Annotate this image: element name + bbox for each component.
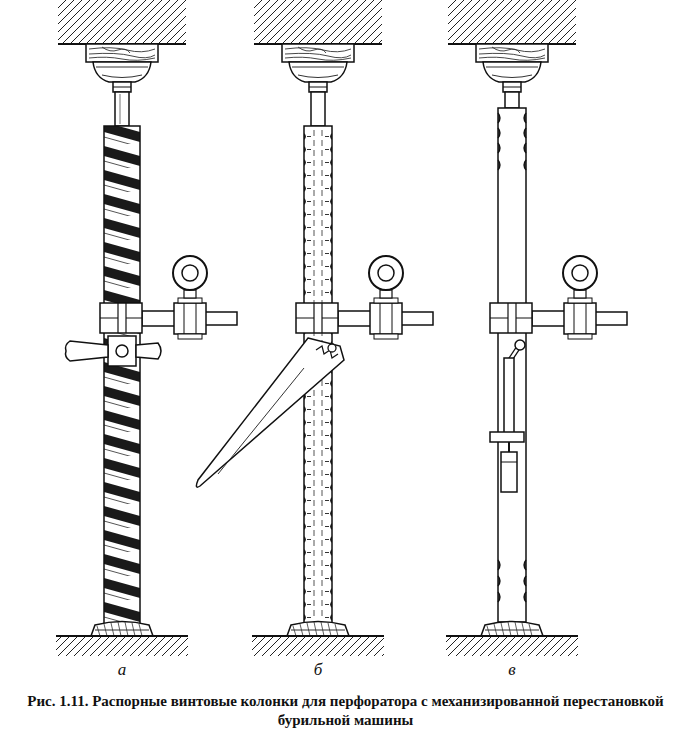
figure-caption: Рис. 1.11. Распорные винтовые колонки дл… [15,692,676,730]
figure-letter: в [497,660,527,680]
figure-letter: а [107,660,137,680]
figure-letter: б [303,660,333,680]
